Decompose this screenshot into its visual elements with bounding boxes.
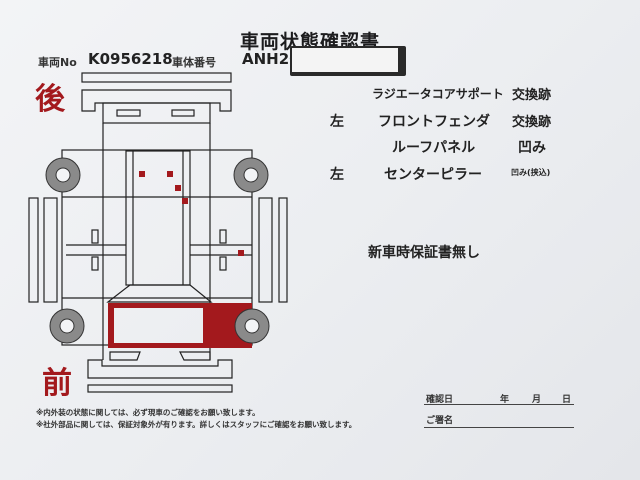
damage-side: 左 bbox=[330, 167, 344, 183]
front-bumper-strip bbox=[87, 384, 233, 393]
day-label: 日 bbox=[562, 395, 572, 405]
date-line bbox=[424, 404, 574, 405]
left-side-strip bbox=[28, 197, 39, 303]
damage-roof-3 bbox=[175, 185, 181, 191]
rear-bumper-strip bbox=[81, 72, 232, 83]
damage-status: 交換跡 bbox=[512, 88, 552, 103]
windshield bbox=[106, 284, 213, 303]
warranty-note: 新車時保証書無し bbox=[368, 245, 480, 261]
wheels bbox=[45, 157, 270, 344]
damage-roof-4 bbox=[182, 198, 188, 204]
damage-part: ルーフパネル bbox=[392, 140, 476, 156]
damage-side: 左 bbox=[330, 114, 344, 130]
chassis-no-label: 車体番号 bbox=[172, 56, 216, 69]
month-label: 月 bbox=[532, 395, 542, 405]
year-label: 年 bbox=[500, 395, 510, 405]
damage-roof-1 bbox=[139, 171, 145, 177]
damage-part: ラジエータコアサポート bbox=[372, 87, 504, 101]
footnote: ※社外部品に関しては、保証対象外が有ります。詳しくはスタッフにご確認をお願い致し… bbox=[36, 420, 357, 429]
redaction-sticker-inner bbox=[292, 48, 398, 72]
damage-center-pillar bbox=[238, 250, 244, 256]
front-label: 前 bbox=[42, 366, 72, 401]
signature-line bbox=[424, 427, 574, 428]
damage-part: センターピラー bbox=[384, 167, 482, 183]
signature-label: ご署名 bbox=[426, 416, 454, 426]
chassis-no: ANH20 bbox=[242, 50, 300, 68]
front-bumper bbox=[87, 359, 233, 379]
vehicle-no-label: 車両No bbox=[38, 56, 77, 69]
damage-radiator-support bbox=[108, 303, 211, 348]
confirm-date-label: 確認日 bbox=[426, 395, 454, 405]
rear-label: 後 bbox=[35, 82, 65, 117]
damage-roof-2 bbox=[167, 171, 173, 177]
damage-status: 凹み bbox=[518, 140, 546, 156]
footnote: ※内外装の状態に関しては、必ず現車のご確認をお願い致します。 bbox=[36, 408, 260, 417]
trunk-lid bbox=[102, 102, 211, 124]
vehicle-no: K0956218 bbox=[88, 50, 173, 68]
damage-part: フロントフェンダ bbox=[378, 114, 490, 130]
roof-panel bbox=[125, 150, 191, 286]
rear-bumper bbox=[81, 89, 232, 112]
damage-status: 凹み(挟込) bbox=[511, 168, 551, 177]
damage-status: 交換跡 bbox=[512, 115, 552, 130]
right-side-strip bbox=[258, 197, 273, 303]
